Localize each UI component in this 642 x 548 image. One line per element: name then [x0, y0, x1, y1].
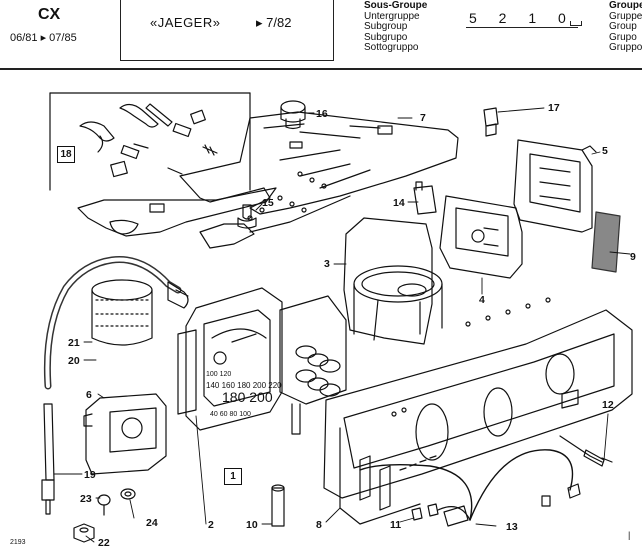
model-name: CX: [38, 6, 61, 23]
subgroup-label-fr: Sous-Groupe: [364, 0, 428, 11]
subgroup-label-it: Sottogruppo: [364, 42, 419, 53]
subgroup-label-es: Subgrupo: [364, 31, 408, 43]
bulb: [483, 107, 499, 137]
wiring-harness: [359, 449, 581, 527]
callout-23: 23: [80, 493, 92, 505]
callout-12: 12: [602, 399, 614, 411]
speedometer-cable: [43, 256, 189, 390]
kit-small-parts: [79, 103, 218, 178]
kit-inset-frame: [49, 92, 251, 191]
corner-mark: |: [628, 530, 631, 540]
printed-circuit-board: [77, 111, 459, 249]
callout-16: 16: [316, 108, 328, 120]
gauge-housing: [343, 217, 443, 345]
instrument-cluster-housing: [323, 297, 633, 525]
catalog-header: CX 06/81 ▸ 07/85 «JAEGER» ▸ 7/82 Sous-Gr…: [0, 0, 642, 70]
lamp-socket: [271, 484, 285, 527]
support-bracket: [513, 139, 597, 233]
callout-22: 22: [98, 537, 110, 548]
group-label-it: Gruppo: [609, 42, 642, 53]
header-divider: [0, 68, 642, 70]
bulb-pair: [411, 503, 439, 521]
screw-and-washer: [97, 488, 136, 516]
callout-11: 11: [390, 519, 401, 531]
cable-end-fitting: [41, 403, 55, 515]
gauge-scale-large: 180 200: [222, 389, 273, 405]
callout-21: 21: [68, 337, 80, 349]
callout-6: 6: [86, 389, 92, 401]
callout-19: 19: [84, 469, 96, 481]
callout-13: 13: [506, 521, 518, 533]
group-code: 5 2 1 0: [466, 10, 578, 28]
fuel-gauge-unit: [83, 393, 167, 475]
group-label-en: Group: [609, 21, 637, 32]
callout-7: 7: [420, 112, 426, 124]
gauge-scale-bottom: 40 60 80 100: [210, 411, 251, 418]
gauge-scale-small: 140 160 180 200 220: [206, 381, 282, 390]
group-code-bracket: [570, 21, 582, 26]
callout-10: 10: [246, 519, 258, 531]
callout-1-boxed: 1: [224, 468, 242, 485]
group-label-es: Grupo: [609, 31, 637, 43]
gauge-scale-low: 100 120: [206, 371, 231, 378]
nut: [73, 523, 95, 543]
page-reference: 2193: [10, 539, 26, 546]
subgroup-label-en: Subgroup: [364, 21, 408, 32]
bulb-holder: [280, 100, 306, 130]
cable-foam-sleeve: [91, 279, 153, 346]
callout-14: 14: [393, 197, 405, 209]
production-years: 06/81 ▸ 07/85: [10, 32, 77, 44]
callout-3: 3: [324, 258, 330, 270]
brand-date: ▸ 7/82: [256, 15, 292, 30]
subgroup-labels: Sous-Groupe Untergruppe Subgroup Subgrup…: [364, 0, 428, 54]
callout-17: 17: [548, 102, 560, 114]
callout-5: 5: [602, 145, 608, 157]
callout-4: 4: [479, 294, 485, 306]
brand-name: «JAEGER»: [150, 15, 221, 30]
callout-20: 20: [68, 355, 80, 367]
speedometer-assembly: [177, 287, 283, 431]
connector-plug: [413, 181, 437, 215]
callout-2: 2: [208, 519, 214, 531]
rear-module: [439, 195, 523, 279]
subgroup-label-de: Untergruppe: [364, 10, 420, 22]
callout-15: 15: [262, 197, 274, 209]
group-label-de: Gruppe: [609, 10, 642, 22]
sensor-with-lead: [559, 435, 613, 467]
callout-18-boxed: 18: [57, 146, 75, 163]
group-labels: Groupe Gruppe Group Grupo Gruppo: [609, 0, 642, 54]
label-plate: [591, 211, 621, 273]
callout-9: 9: [630, 251, 636, 263]
callout-leader-lines: [53, 107, 631, 543]
odometer-mechanism: [279, 295, 347, 435]
callout-8: 8: [316, 519, 322, 531]
lamp-holder: [237, 204, 257, 229]
brand-box: [120, 0, 334, 61]
group-label-fr: Groupe: [609, 0, 642, 11]
callout-24: 24: [146, 517, 158, 529]
